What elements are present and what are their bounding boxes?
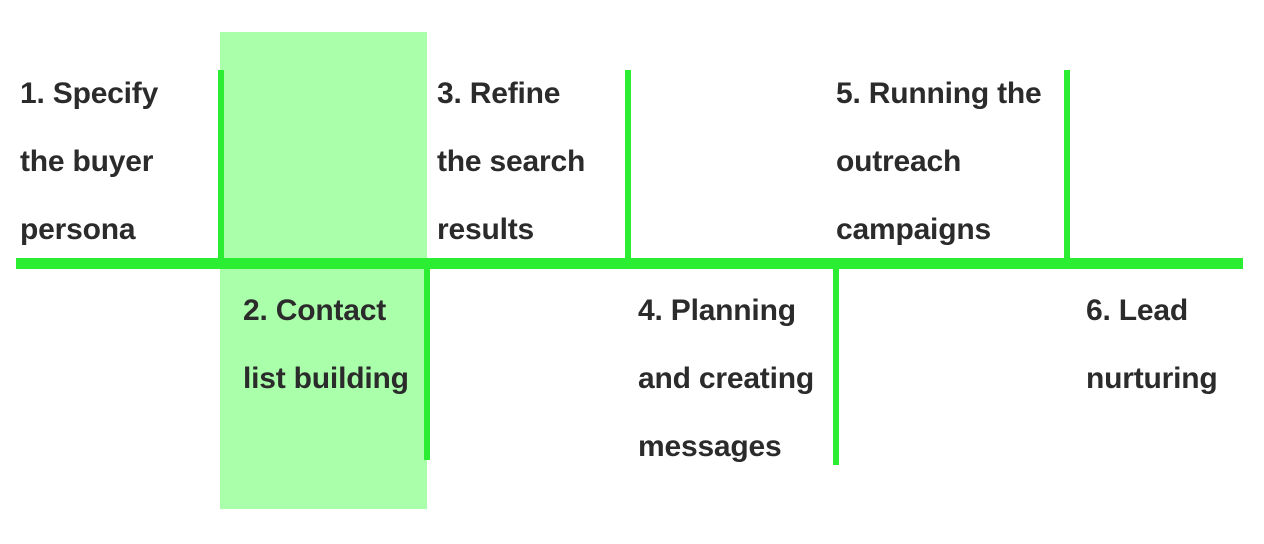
step-label-6: 6. Lead nurturing bbox=[1086, 294, 1218, 395]
connector-tick-step-3 bbox=[625, 70, 631, 265]
connector-tick-step-5 bbox=[1064, 70, 1070, 265]
step-label-5: 5. Running the outreach campaigns bbox=[836, 77, 1042, 246]
connector-tick-step-2 bbox=[424, 262, 430, 460]
step-2-highlight-band bbox=[220, 32, 427, 509]
connector-tick-step-4 bbox=[833, 262, 839, 465]
connector-tick-step-1 bbox=[218, 70, 224, 265]
step-label-4: 4. Planning and creating messages bbox=[638, 294, 814, 463]
timeline-axis bbox=[16, 258, 1243, 269]
step-label-3: 3. Refine the search results bbox=[437, 77, 586, 246]
step-label-2: 2. Contact list building bbox=[243, 294, 409, 395]
step-label-1: 1. Specify the buyer persona bbox=[20, 77, 159, 246]
